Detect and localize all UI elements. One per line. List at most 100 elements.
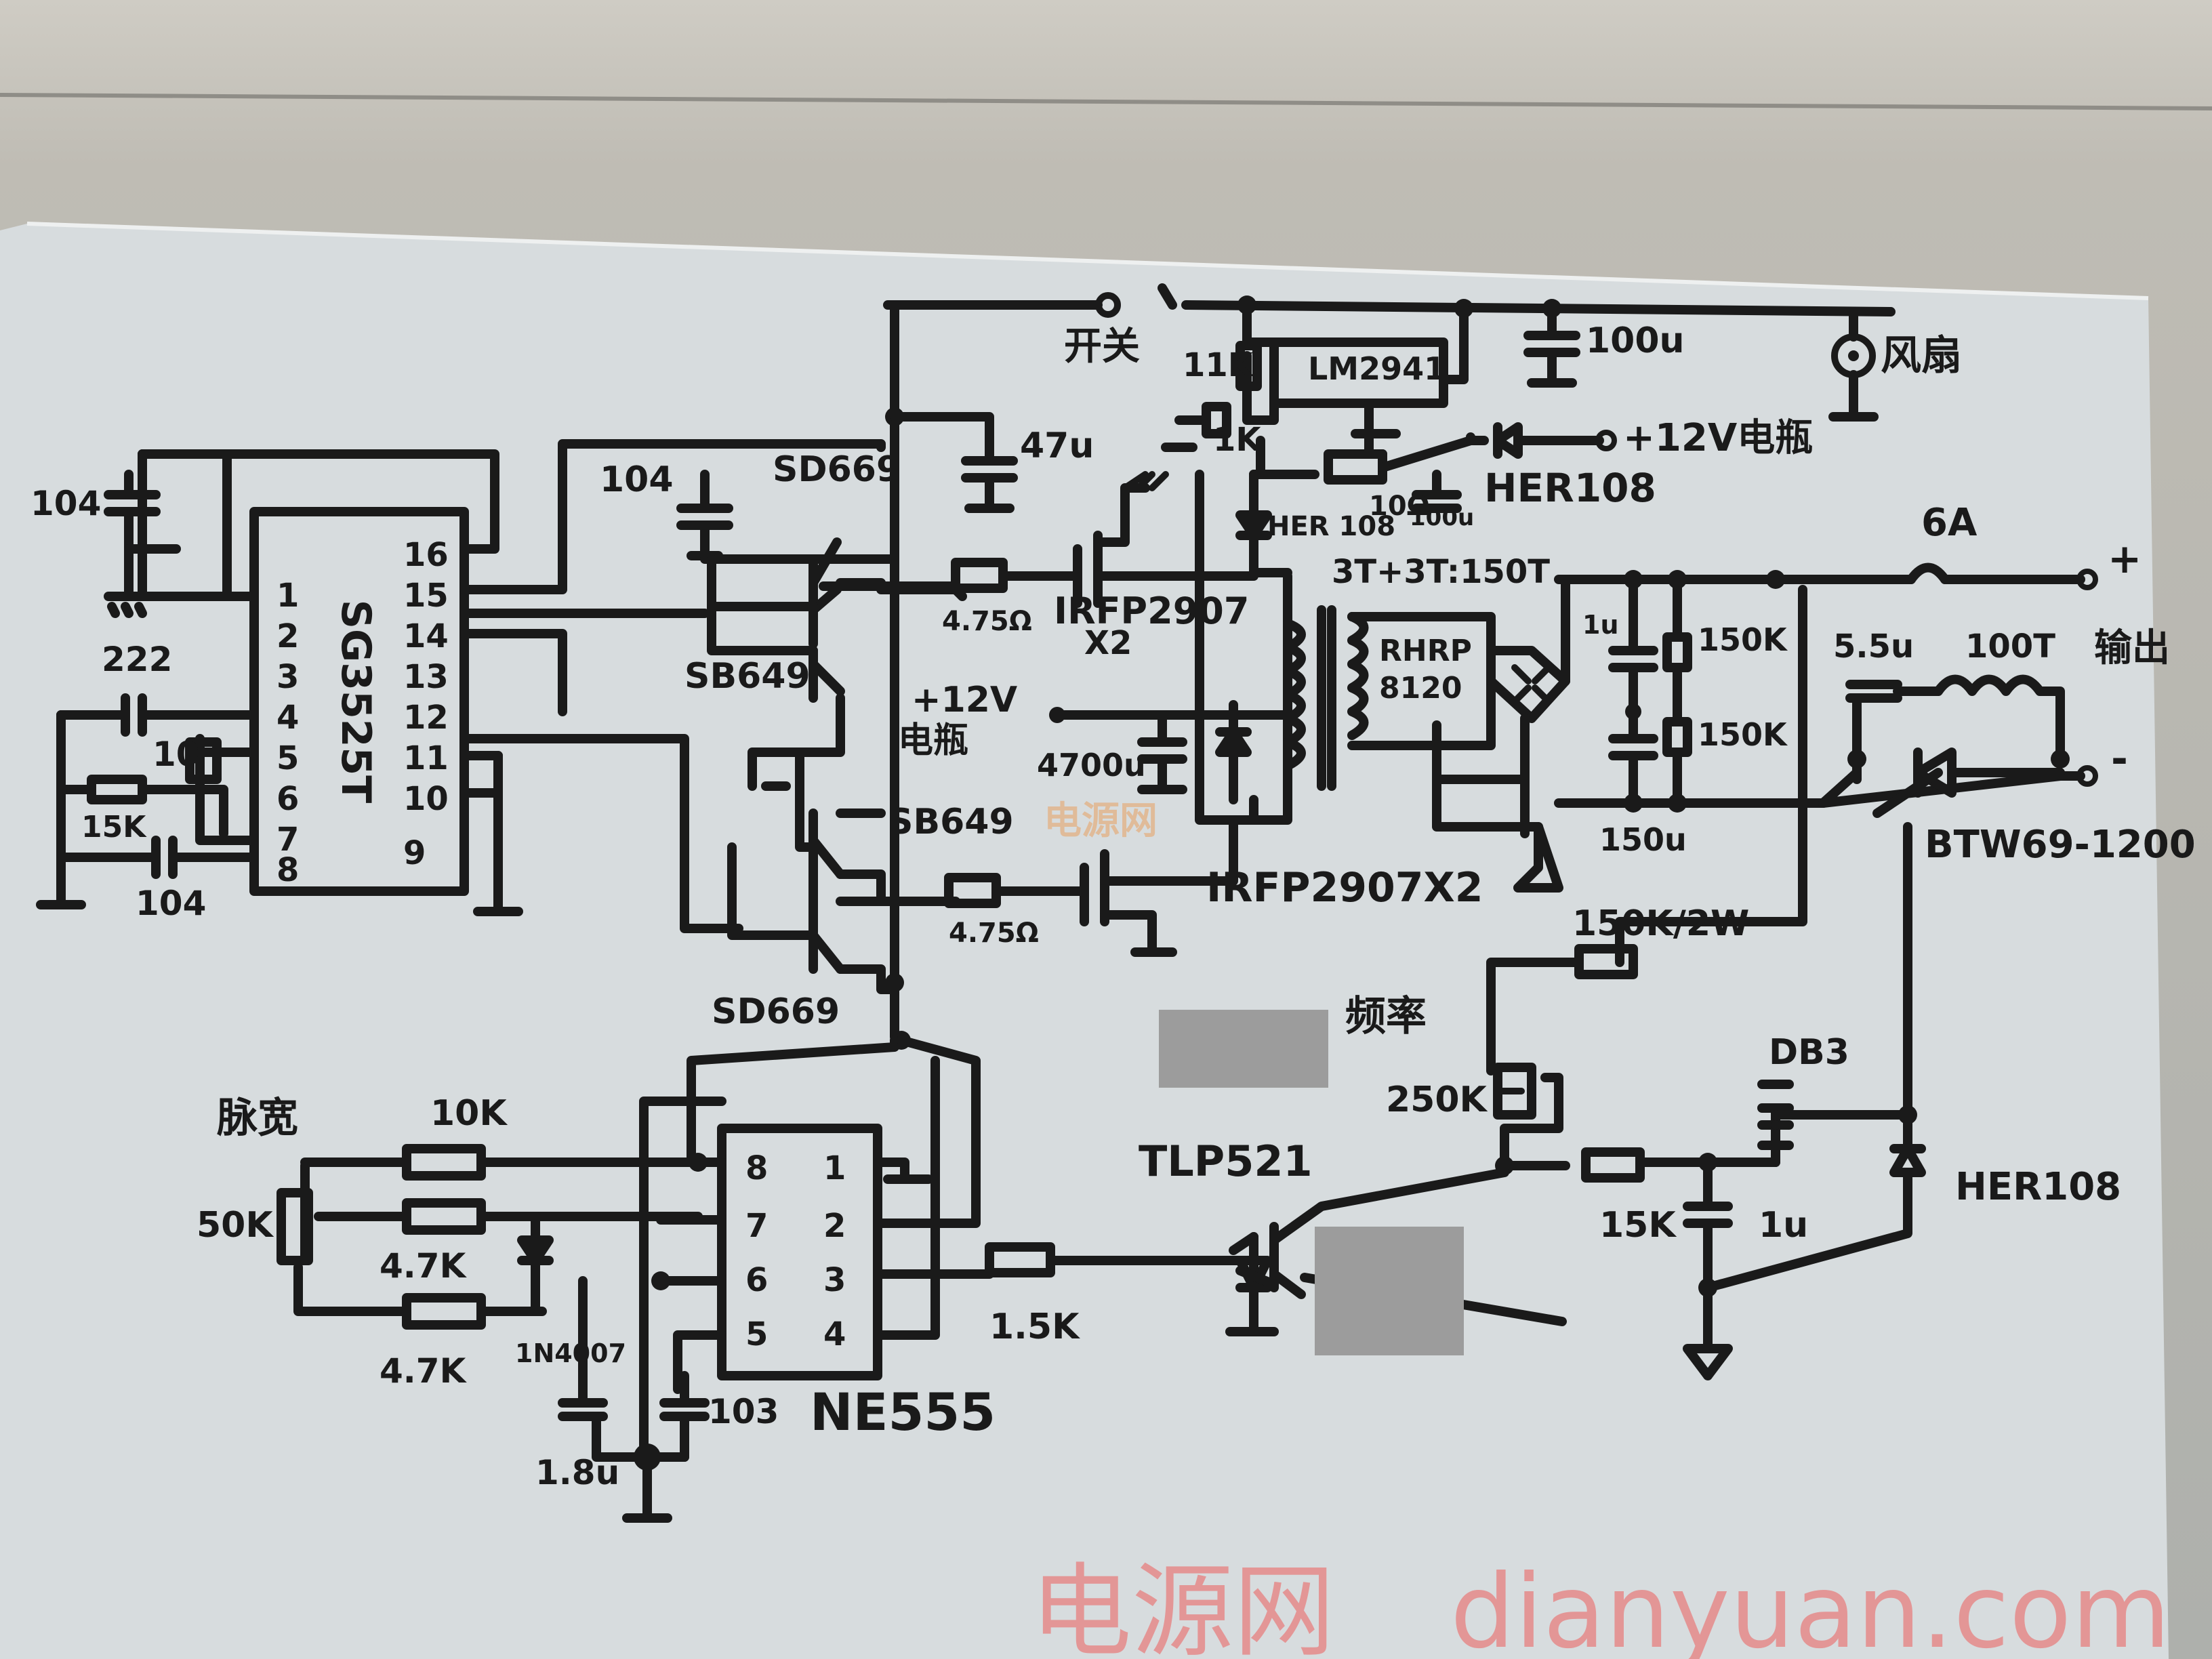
sg3525-pin-8: 8 xyxy=(276,851,299,889)
fuse-label: 6A xyxy=(1921,501,1978,545)
c103-label: 103 xyxy=(708,1392,779,1431)
ne555-pin-7: 7 xyxy=(745,1207,768,1245)
ne555-pin-8: 8 xyxy=(745,1149,768,1187)
mosfet-top-qty: X2 xyxy=(1084,624,1132,662)
sg3525-pin-16: 16 xyxy=(403,536,449,574)
c100u-small-label: 100u xyxy=(1410,504,1474,531)
transformer-turns-label: 3T+3T:150T xyxy=(1332,553,1550,591)
r1-5k-label: 1.5K xyxy=(989,1307,1080,1347)
watermark-cn: 电源网 xyxy=(1030,1553,1335,1659)
redaction-box-1 xyxy=(1159,1010,1328,1088)
watermark-en: dianyuan.com xyxy=(1450,1553,2171,1659)
c1u-trig-label: 1u xyxy=(1759,1205,1808,1246)
l-5-5u-label: 5.5u xyxy=(1833,628,1914,665)
sg3525-pin-9: 9 xyxy=(403,834,426,872)
sg3525-pin-2: 2 xyxy=(276,617,299,655)
pot-50k-label: 50K xyxy=(197,1205,274,1246)
l-100t-label: 100T xyxy=(1965,628,2055,665)
sg3525-label: SG3525T xyxy=(332,600,380,803)
ne555-label: NE555 xyxy=(810,1382,996,1442)
r47k-b-label: 4.7K xyxy=(380,1351,468,1391)
q-sd669-bot-label: SD669 xyxy=(712,991,840,1032)
scr-label: BTW69-1200 xyxy=(1925,823,2196,867)
d-her108-trig-label: HER108 xyxy=(1955,1165,2121,1209)
ne555-pin-1: 1 xyxy=(823,1149,846,1187)
d-her108-mid-label: HER 108 xyxy=(1267,511,1395,542)
c47u-label: 47u xyxy=(1020,426,1094,466)
mosfet-bottom xyxy=(836,815,1238,957)
c1-8u-label: 1.8u xyxy=(535,1453,619,1492)
lm2941-regulator xyxy=(1161,300,1469,459)
output-plus-label: + xyxy=(2108,535,2142,583)
q-sb649-top-label: SB649 xyxy=(684,656,811,697)
bridge-rectifier xyxy=(1347,575,1604,893)
r475-bot-label: 4.75Ω xyxy=(949,918,1039,949)
q-sb649-bot-label: SB649 xyxy=(888,802,1014,842)
ne555-pin-5: 5 xyxy=(745,1315,768,1353)
r11k-label: 11K xyxy=(1183,346,1254,384)
r1k-label: 1K xyxy=(1213,421,1262,459)
output-minus-label: - xyxy=(2111,735,2128,783)
c1u-hv-label: 1u xyxy=(1582,610,1619,640)
fan-icon xyxy=(1828,307,1879,422)
mosfet-bot-label: IRFP2907X2 xyxy=(1206,864,1483,912)
supply-12v-mid-label-1: +12V xyxy=(912,680,1017,720)
c104-left-label: 104 xyxy=(30,484,101,523)
r47k-a-label: 4.7K xyxy=(380,1246,468,1286)
frequency-label: 频率 xyxy=(1345,993,1427,1040)
ne555-ic: 8 7 6 5 1 2 3 4 xyxy=(717,1124,882,1380)
lm2941-label: LM2941 xyxy=(1308,350,1446,387)
fan-label: 风扇 xyxy=(1881,332,1962,380)
d-1n4007-label: 1N4007 xyxy=(515,1338,626,1368)
sg3525-pin-5: 5 xyxy=(276,739,299,777)
c104-bottom-label: 104 xyxy=(136,884,206,923)
c222-label: 222 xyxy=(102,640,172,679)
input-12v-mid xyxy=(1049,707,1292,794)
bridge-label-2: 8120 xyxy=(1379,671,1462,705)
output-section xyxy=(1771,562,2098,818)
r10-label: 10 xyxy=(152,735,200,774)
r10ohm-label: 10Ω xyxy=(1369,491,1430,522)
watermark-mid: 电源网 xyxy=(1044,799,1158,843)
optocoupler-label: TLP521 xyxy=(1139,1136,1313,1186)
trigger-circuit xyxy=(1486,585,1926,1380)
ne555-pin-6: 6 xyxy=(745,1261,768,1299)
pot-250k-label: 250K xyxy=(1386,1080,1488,1120)
ne555-pin-4: 4 xyxy=(823,1315,846,1353)
r150k-2w-label: 150K/2W xyxy=(1572,903,1749,944)
top-rail xyxy=(883,283,1896,318)
r150k-a-label: 150K xyxy=(1698,621,1788,658)
sg3525-pin-1: 1 xyxy=(276,577,299,615)
ne555-pin-2: 2 xyxy=(823,1207,846,1245)
d-her108-top-label: HER108 xyxy=(1484,465,1656,511)
output-label: 输出 xyxy=(2094,626,2170,670)
c4700u-label: 4700u xyxy=(1037,747,1146,783)
sg3525-ic: SG3525T 1 2 3 4 5 6 7 8 16 15 14 13 12 1… xyxy=(249,507,469,896)
sg3525-pin-14: 14 xyxy=(403,617,449,655)
diac-label: DB3 xyxy=(1769,1032,1849,1073)
r15k-sg-label: 15K xyxy=(81,810,147,844)
r10k-label: 10K xyxy=(430,1093,508,1134)
sg3525-pin-7: 7 xyxy=(276,821,299,859)
r475-top-label: 4.75Ω xyxy=(942,606,1032,637)
sg3525-pin-13: 13 xyxy=(403,658,449,696)
hv-filter xyxy=(1554,570,1828,813)
sg3525-pin-12: 12 xyxy=(403,699,449,737)
c104-top-label: 104 xyxy=(600,459,674,500)
redaction-box-2 xyxy=(1315,1227,1464,1355)
input-12v xyxy=(1256,422,1617,513)
sg3525-pin-3: 3 xyxy=(276,658,299,696)
diac-db3 xyxy=(1757,1080,1794,1150)
ne555-wiring xyxy=(276,1036,1258,1523)
c100u-top-label: 100u xyxy=(1586,321,1685,361)
sg3525-pin-11: 11 xyxy=(403,739,449,777)
supply-12v-mid-label-2: 电瓶 xyxy=(898,720,968,761)
sg3525-wiring xyxy=(36,439,886,933)
c150u-label: 150u xyxy=(1599,821,1687,858)
supply-12v-top-label: +12V电瓶 xyxy=(1623,416,1813,460)
bridge-label-1: RHRP xyxy=(1379,634,1472,668)
switch-label: 开关 xyxy=(1064,325,1140,369)
sg3525-pin-15: 15 xyxy=(403,577,449,615)
sg3525-pin-4: 4 xyxy=(276,699,299,737)
